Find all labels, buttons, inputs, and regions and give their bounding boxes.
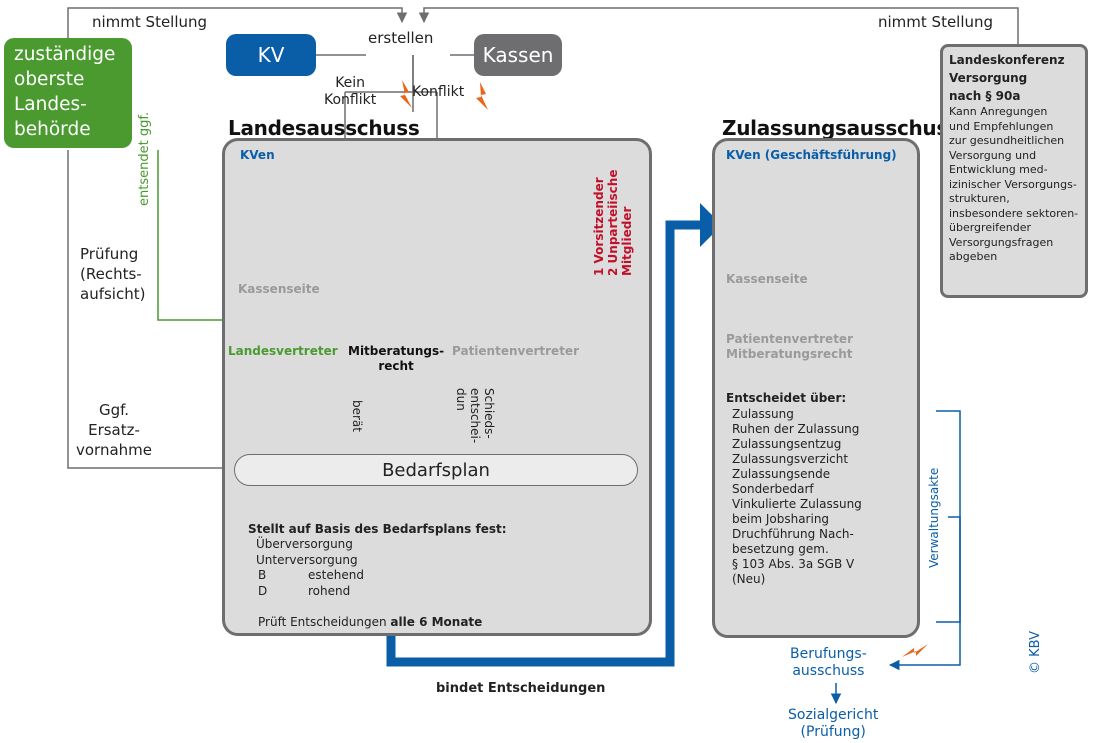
kv-label: KV: [257, 43, 285, 67]
kassen-box: Kassen: [474, 34, 562, 76]
sozialgericht-label: Sozialgericht (Prüfung): [788, 707, 879, 740]
bindet-label: bindet Entscheidungen: [436, 681, 606, 696]
verwaltungsakte-label: Verwaltungsakte: [927, 467, 941, 568]
drohend-rest: rohend: [308, 584, 351, 598]
landesvertreter-label: Landesvertreter: [228, 344, 338, 358]
landesausschuss-title: Landesausschuss: [228, 116, 420, 140]
landeskonferenz-box: Landeskonferenz Versorgung nach § 90a Ka…: [940, 44, 1088, 298]
unparteiische-label: 1 Vorsitzender 2 Unparteiische Mitgliede…: [592, 169, 634, 276]
kassen-label: Kassen: [482, 43, 554, 67]
la-kven-label: KVen: [240, 148, 275, 162]
landeskonferenz-text: Kann Anregungen und Empfehlungen zur ges…: [949, 105, 1079, 263]
lightning-icon: [400, 80, 412, 108]
ersatzvornahme-label: Ggf. Ersatz- vornahme: [76, 401, 153, 459]
nimmt-stellung-left: nimmt Stellung: [92, 13, 208, 31]
kv-box: KV: [226, 34, 316, 76]
prueft-line: Prüft Entscheidungen alle 6 Monate: [258, 600, 482, 630]
bestehend-letter: B: [258, 568, 267, 582]
lightning-icon: [476, 82, 488, 110]
za-kven-label: KVen (Geschäftsführung): [726, 148, 897, 162]
beraet-label: berät: [350, 400, 364, 432]
pruefung-label: Prüfung (Rechts- aufsicht): [80, 245, 146, 303]
behoerde-box: zuständige oberste Landes- behörde: [4, 38, 132, 148]
bedarfsplan-label: Bedarfsplan: [382, 459, 490, 481]
patientenvertreter-label: Patientenvertreter: [452, 344, 579, 358]
entscheidet-items: Zulassung Ruhen der Zulassung Zulassungs…: [732, 407, 862, 586]
stellt-fest-item: Überversorgung: [256, 537, 353, 551]
za-patienten-label: Patientenvertreter Mitberatungsrecht: [726, 332, 853, 361]
kein-konflikt-label: Kein Konflikt: [324, 75, 377, 108]
mitberatung-label: Mitberatungs- recht: [348, 344, 445, 373]
schieds-label: Schieds- entschei- dun: [454, 388, 496, 444]
stellt-fest-item: Unterversorgung: [256, 553, 358, 567]
entscheidet-title: Entscheidet über:: [726, 391, 847, 405]
erstellen-label: erstellen: [366, 29, 436, 47]
za-kassenseite-label: Kassenseite: [726, 272, 808, 286]
line-entsendet: [157, 150, 246, 326]
landesausschuss-panel: [222, 138, 652, 636]
bindet-arrow: [386, 220, 700, 667]
zulassungsausschuss-panel: [712, 138, 920, 638]
la-kassenseite-label: Kassenseite: [238, 282, 320, 296]
nimmt-stellung-right: nimmt Stellung: [878, 13, 994, 31]
lightning-icon: [902, 644, 928, 657]
konflikt-label: Konflikt: [412, 84, 465, 100]
prueft-bold: alle 6 Monate: [390, 615, 483, 629]
stellt-fest-title: Stellt auf Basis des Bedarfsplans fest:: [248, 522, 507, 536]
line-konferenz-stellung: [418, 7, 1019, 44]
entsendet-label: entsendet ggf.: [137, 111, 152, 206]
zulassungsausschuss-title: Zulassungsausschuss: [722, 116, 960, 140]
berufungsausschuss-label: Berufungs- ausschuss: [790, 646, 867, 679]
line-behoerde-stellung: [67, 7, 408, 38]
bestehend-rest: estehend: [308, 568, 364, 582]
behoerde-label: zuständige oberste Landes- behörde: [14, 44, 116, 140]
line-ersatzvornahme: [67, 150, 234, 474]
prueft-prefix: Prüft Entscheidungen: [258, 615, 391, 629]
landeskonferenz-title: Landeskonferenz Versorgung nach § 90a: [949, 53, 1065, 103]
bedarfsplan-box: Bedarfsplan: [234, 454, 638, 486]
copyright-label: © KBV: [1028, 630, 1043, 674]
drohend-letter: D: [258, 584, 268, 598]
